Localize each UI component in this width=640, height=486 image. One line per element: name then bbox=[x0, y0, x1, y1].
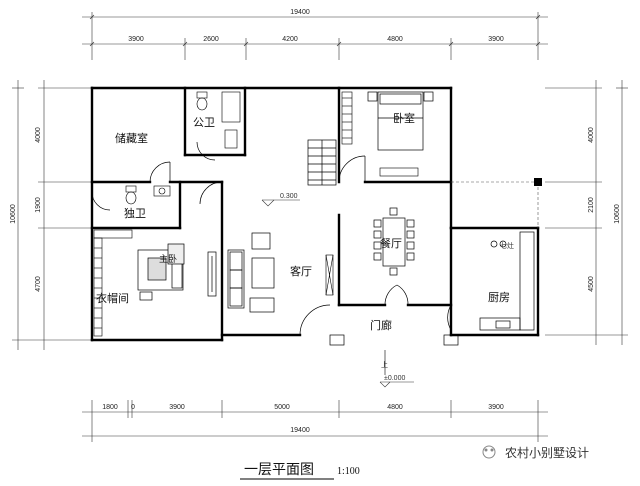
wardrobe-bedroom bbox=[341, 91, 353, 145]
drawing-title: 一层平面图 bbox=[244, 462, 314, 478]
room-master: 主卧 bbox=[159, 253, 177, 265]
staircase bbox=[307, 139, 337, 186]
dim-left-2: 1900 bbox=[35, 197, 42, 213]
dim-bottom-1: 1800 bbox=[102, 404, 118, 411]
kitchen-counter bbox=[479, 231, 535, 331]
dim-bottom-3: 3900 bbox=[169, 404, 185, 411]
doors bbox=[91, 141, 452, 336]
room-bedroom: 卧室 bbox=[393, 111, 415, 125]
dim-top-2: 2600 bbox=[203, 36, 219, 43]
walls bbox=[90, 86, 540, 342]
dim-right-2: 2100 bbox=[588, 197, 595, 213]
dim-top-5: 3900 bbox=[488, 36, 504, 43]
stove-label: 七灶 bbox=[500, 241, 514, 250]
dim-top-3: 4200 bbox=[282, 36, 298, 43]
interior-level: 0.300 bbox=[280, 193, 298, 200]
tv-stand bbox=[207, 251, 217, 297]
dim-top-4: 4800 bbox=[387, 36, 403, 43]
room-cloakroom: 衣帽间 bbox=[96, 291, 129, 305]
room-public-wc: 公卫 bbox=[193, 116, 215, 129]
dining-table bbox=[373, 207, 415, 276]
bottom-dimensions bbox=[82, 400, 548, 442]
drawing-scale: 1:100 bbox=[337, 466, 360, 477]
dim-right-1: 4000 bbox=[588, 127, 595, 143]
wardrobe-cloakroom bbox=[93, 229, 133, 337]
exterior-level: ±0.000 bbox=[384, 375, 405, 382]
column-marker bbox=[534, 178, 542, 186]
dim-left-3: 4700 bbox=[35, 276, 42, 292]
level-marker-exterior bbox=[379, 381, 414, 388]
dim-bottom-total: 19400 bbox=[290, 427, 310, 434]
room-storage: 储藏室 bbox=[115, 131, 148, 145]
wechat-logo-icon bbox=[482, 445, 496, 459]
top-dimensions bbox=[82, 12, 548, 60]
toilet-public bbox=[196, 91, 241, 149]
room-kitchen: 厨房 bbox=[488, 291, 510, 304]
bed bbox=[367, 91, 434, 151]
sofa-set bbox=[227, 232, 275, 313]
room-private-wc: 独卫 bbox=[124, 207, 146, 220]
dim-right-3: 4500 bbox=[588, 276, 595, 292]
dim-bottom-6: 3900 bbox=[488, 404, 504, 411]
dim-top-1: 3900 bbox=[128, 36, 144, 43]
dim-left-total: 10600 bbox=[10, 204, 17, 224]
left-dimensions bbox=[12, 80, 92, 350]
dashed-lines bbox=[451, 181, 539, 228]
dim-bottom-5: 4800 bbox=[387, 404, 403, 411]
dim-bottom-2: 0 bbox=[131, 404, 135, 411]
toilet-private bbox=[125, 185, 171, 205]
master-bed bbox=[137, 243, 185, 301]
up-arrow-label: 上 bbox=[381, 360, 388, 369]
room-porch: 门廊 bbox=[370, 318, 392, 332]
dim-left-1: 4000 bbox=[35, 127, 42, 143]
level-marker-interior bbox=[261, 199, 300, 207]
entry-steps bbox=[329, 334, 459, 346]
tv-cabinet bbox=[379, 167, 419, 177]
dim-top-total: 19400 bbox=[290, 9, 310, 16]
tv-screen-dining bbox=[325, 254, 334, 296]
dim-bottom-4: 5000 bbox=[274, 404, 290, 411]
dim-right-total: 10600 bbox=[614, 204, 621, 224]
room-living: 客厅 bbox=[290, 264, 312, 278]
watermark-text: 农村小别墅设计 bbox=[505, 446, 589, 460]
right-dimensions bbox=[545, 80, 628, 345]
room-dining: 餐厅 bbox=[380, 236, 402, 250]
